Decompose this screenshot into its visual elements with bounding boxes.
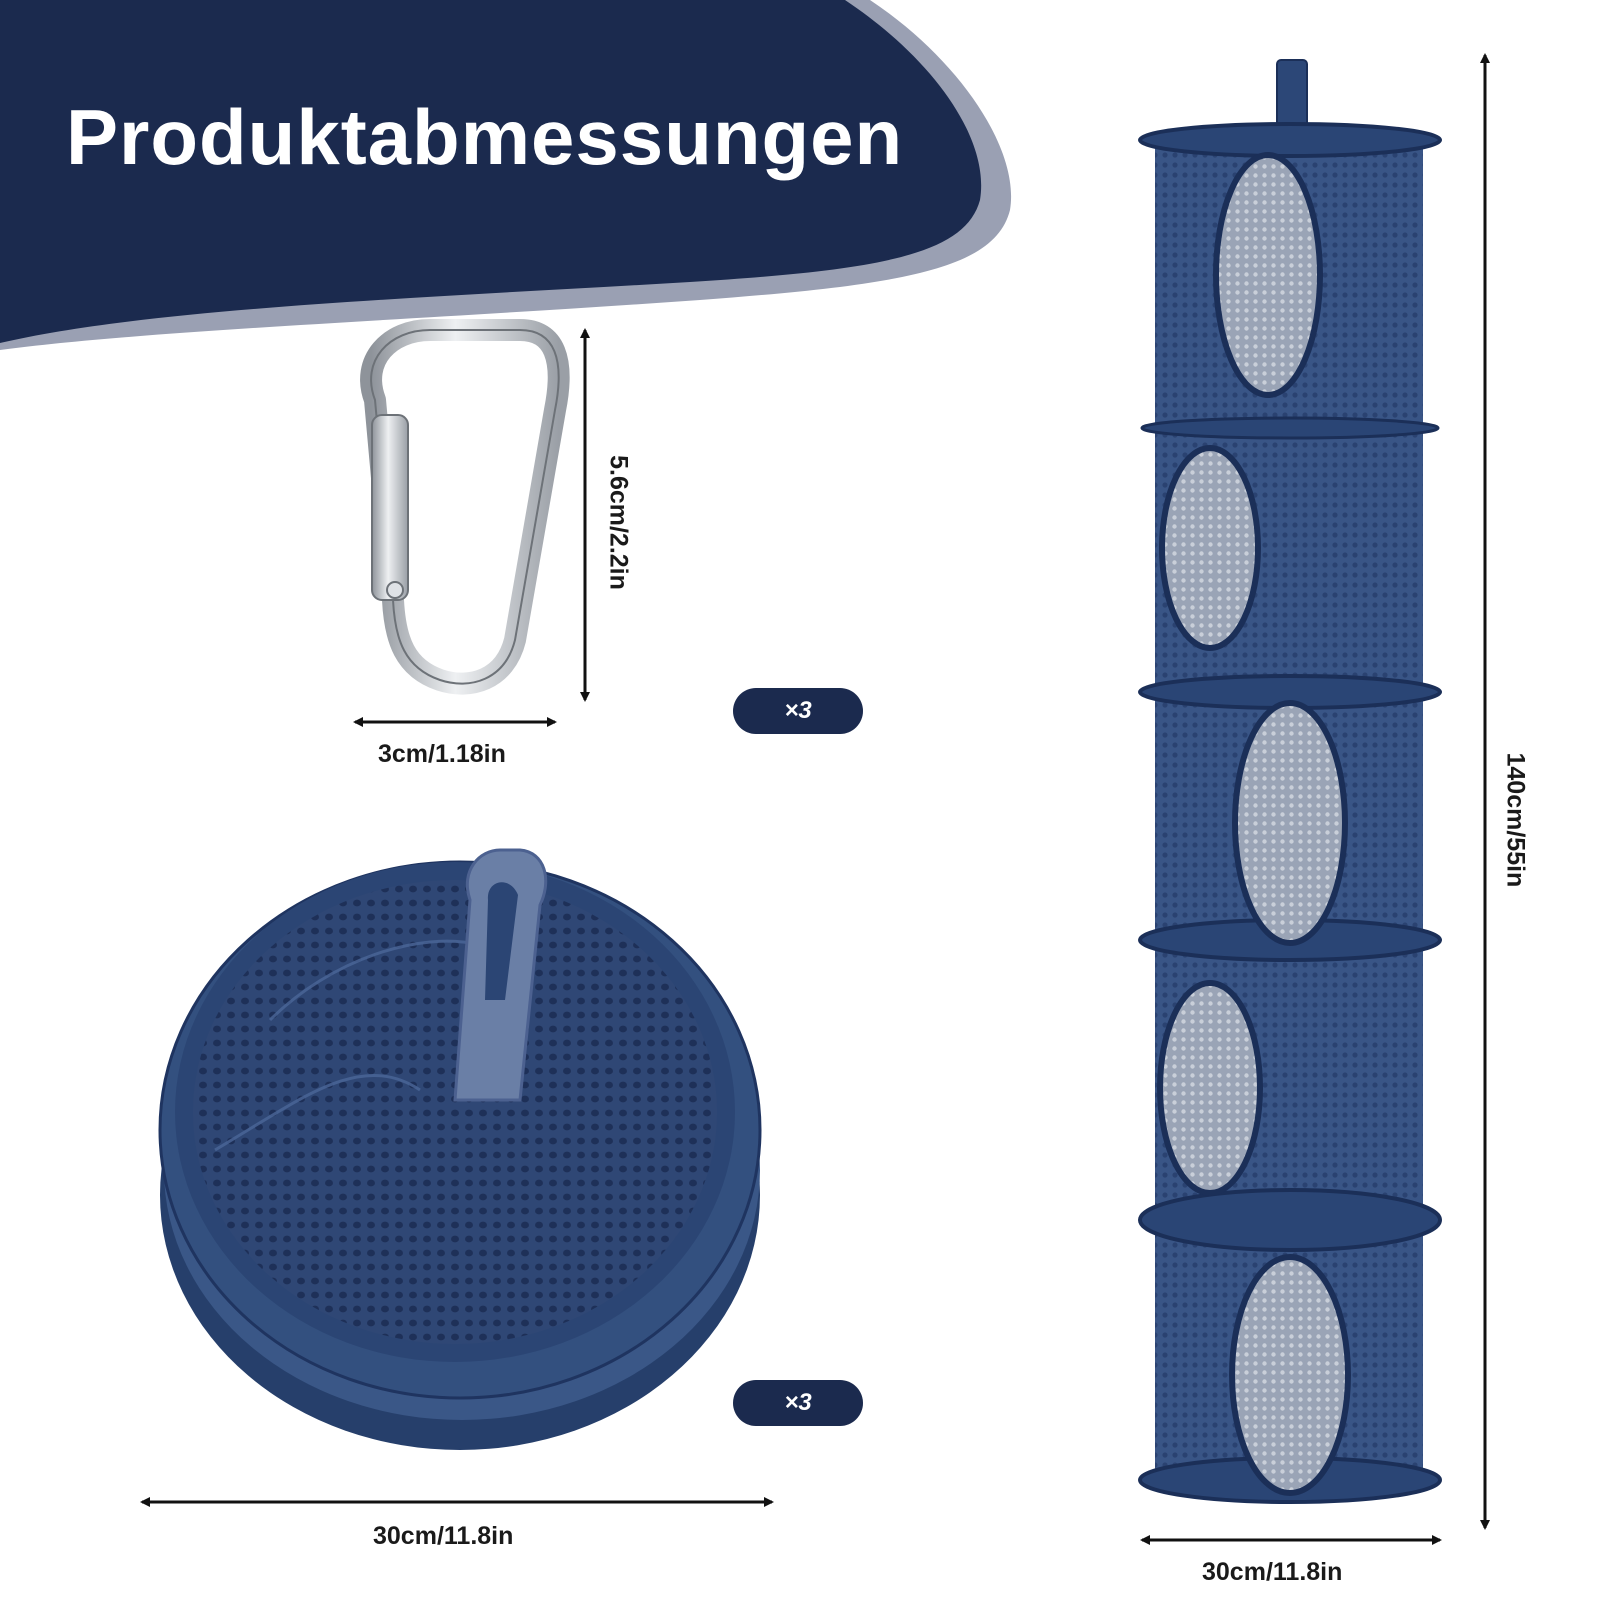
carabiner-height-label: 5.6cm/2.2in — [604, 455, 633, 590]
organizer-height-label: 140cm/55in — [1501, 752, 1530, 888]
banner-shape — [0, 0, 982, 343]
carabiner-width-label: 3cm/1.18in — [378, 740, 506, 768]
carabiner-image — [360, 319, 570, 695]
basket-quantity-badge: ×3 — [733, 1380, 863, 1426]
page-title: Produktabmessungen — [66, 93, 904, 181]
hanging-organizer-image — [1138, 59, 1442, 1504]
organizer-width-label: 30cm/11.8in — [1202, 1558, 1343, 1586]
basket-diameter-label: 30cm/11.8in — [373, 1522, 514, 1550]
carabiner-quantity-badge: ×3 — [733, 688, 863, 734]
folded-basket-image — [158, 848, 762, 1450]
